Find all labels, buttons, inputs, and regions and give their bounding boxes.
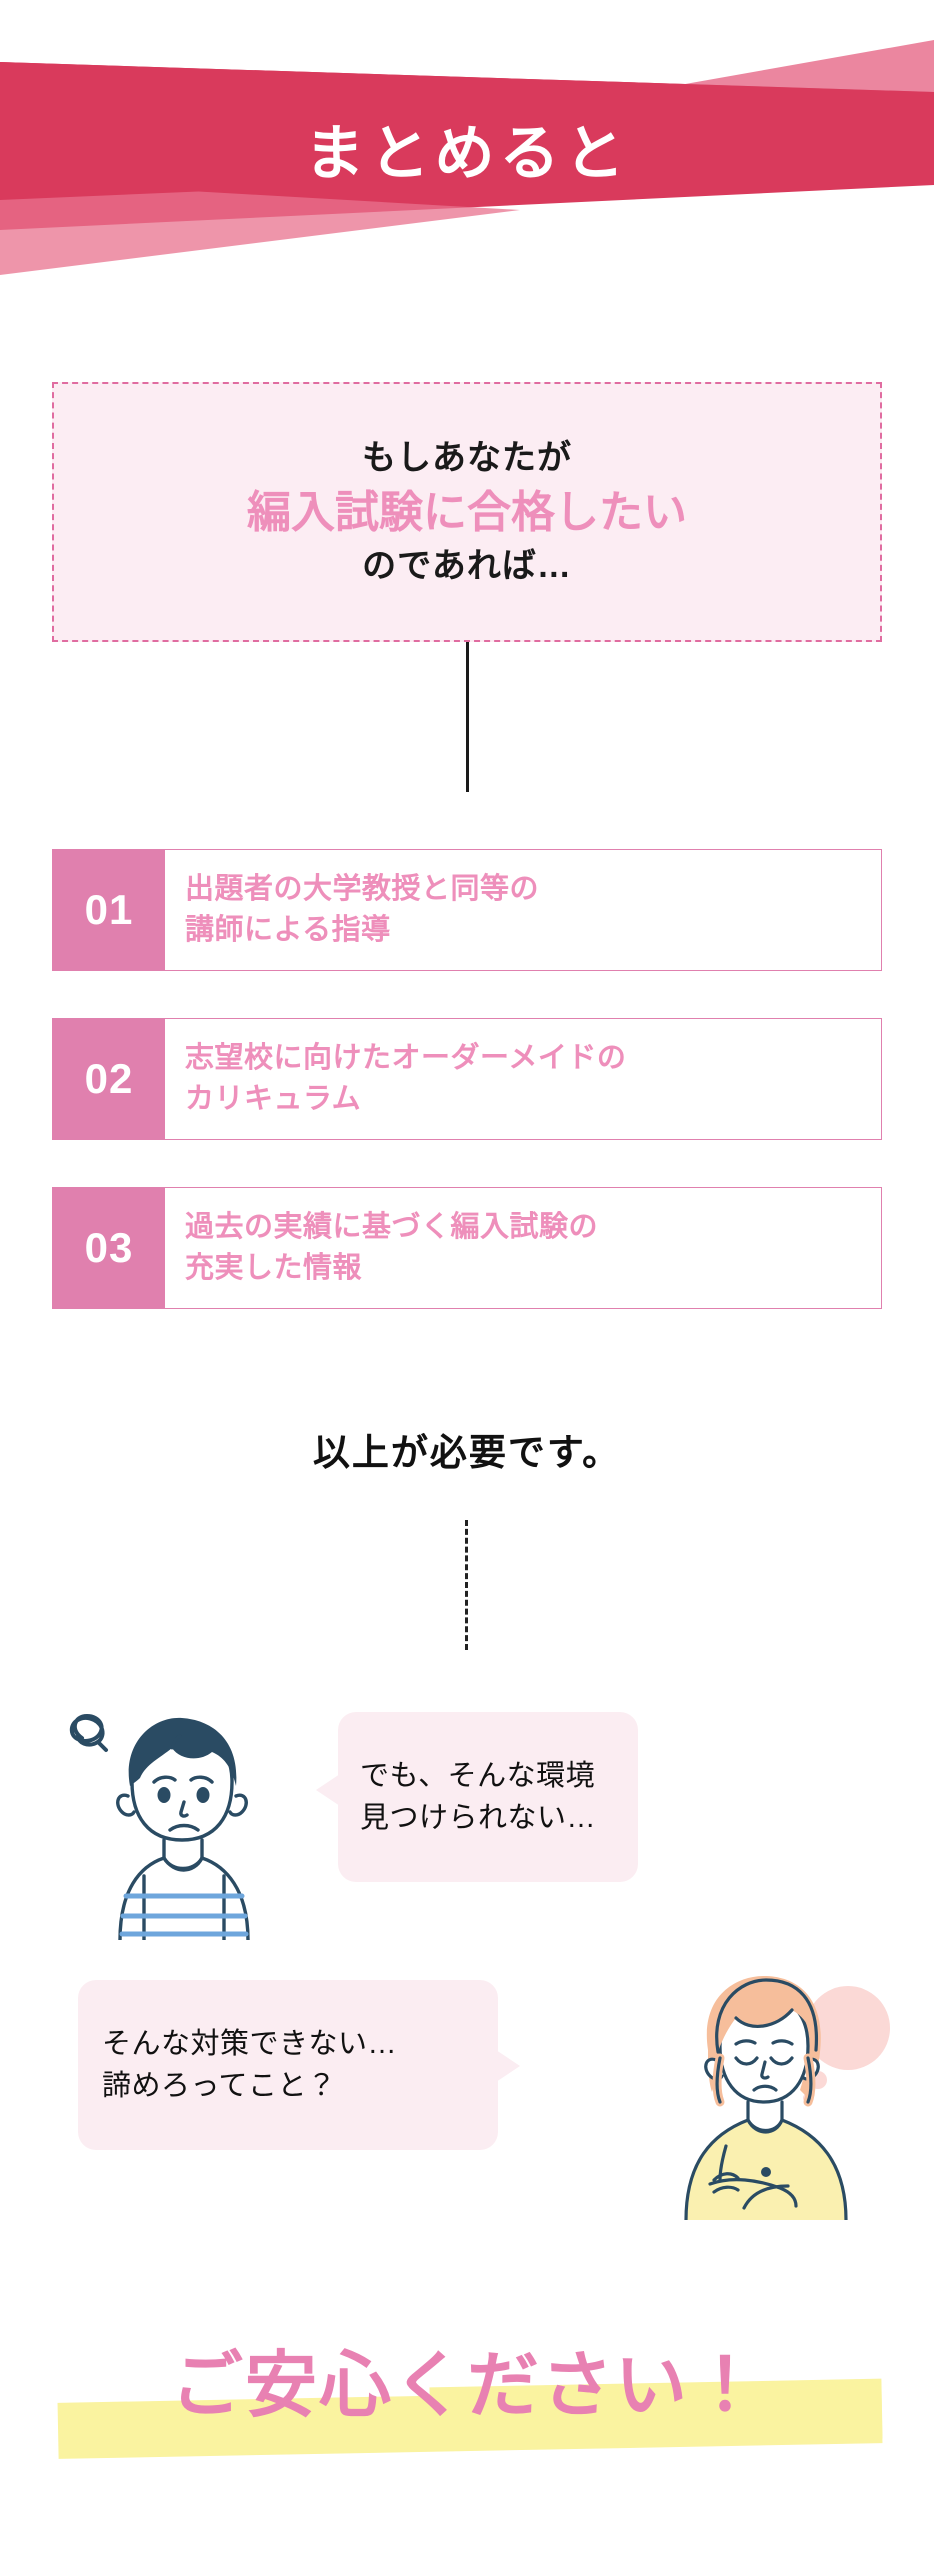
item-number-badge: 02	[53, 1019, 165, 1139]
banner-shape	[0, 40, 934, 275]
page-title: まとめると	[304, 120, 630, 187]
intro-line-1: もしあなたが	[362, 438, 572, 477]
banner-accent-bottom-left	[0, 180, 520, 275]
item-text: 過去の実績に基づく編入試験の 充実した情報	[165, 1188, 881, 1308]
dialog-block-boy: でも、そんな環境 見つけられない…	[0, 1680, 934, 1950]
item-number-badge: 01	[53, 850, 165, 970]
requirements-list: 01 出題者の大学教授と同等の 講師による指導 02 志望校に向けたオーダーメイ…	[52, 849, 882, 1356]
dialog-block-woman: そんな対策できない… 諦めろってこと？	[0, 1940, 934, 2230]
list-item: 03 過去の実績に基づく編入試験の 充実した情報	[52, 1187, 882, 1309]
intro-line-highlight: 編入試験に合格したい	[247, 488, 687, 538]
bubble-line-2: 諦めろってこと？	[102, 2070, 337, 2102]
speech-bubble-boy: でも、そんな環境 見つけられない…	[316, 1712, 638, 1882]
banner-core-band	[0, 62, 934, 200]
bubble-line-2: 見つけられない…	[360, 1802, 597, 1834]
final-headline-block: ご安心ください！	[0, 2295, 934, 2495]
header-banner: まとめると	[0, 0, 934, 300]
intro-line-3: のであれば…	[362, 546, 572, 585]
item-text-line-1: 志望校に向けたオーダーメイドの	[185, 1041, 627, 1074]
bubble-line-1: そんな対策できない…	[102, 2027, 398, 2060]
item-text-line-2: 充実した情報	[185, 1252, 363, 1284]
item-text-line-2: 講師による指導	[185, 914, 391, 946]
avatar-worried-boy	[69, 1714, 250, 1940]
item-text-line-1: 過去の実績に基づく編入試験の	[185, 1210, 599, 1243]
shirt-stripes	[119, 1893, 249, 1937]
item-text: 出題者の大学教授と同等の 講師による指導	[165, 850, 881, 970]
bubble-line-1: でも、そんな環境	[360, 1759, 596, 1792]
connector-solid-line	[466, 612, 469, 792]
item-text: 志望校に向けたオーダーメイドの カリキュラム	[165, 1019, 881, 1139]
list-item: 01 出題者の大学教授と同等の 講師による指導	[52, 849, 882, 971]
list-item: 02 志望校に向けたオーダーメイドの カリキュラム	[52, 1018, 882, 1140]
item-text-line-2: カリキュラム	[185, 1083, 362, 1115]
avatar-worried-woman	[684, 1976, 890, 2220]
final-headline: ご安心ください！	[170, 2346, 763, 2426]
connector-dashed-line	[465, 1520, 468, 1650]
intro-dashed-box: もしあなたが 編入試験に合格したい のであれば…	[52, 382, 882, 642]
item-number-badge: 03	[53, 1188, 165, 1308]
speech-bubble-woman: そんな対策できない… 諦めろってこと？	[78, 1980, 520, 2150]
item-text-line-1: 出題者の大学教授と同等の	[185, 872, 540, 905]
conclusion-text: 以上が必要です。	[312, 1432, 622, 1473]
scribble-icon	[69, 1714, 108, 1752]
